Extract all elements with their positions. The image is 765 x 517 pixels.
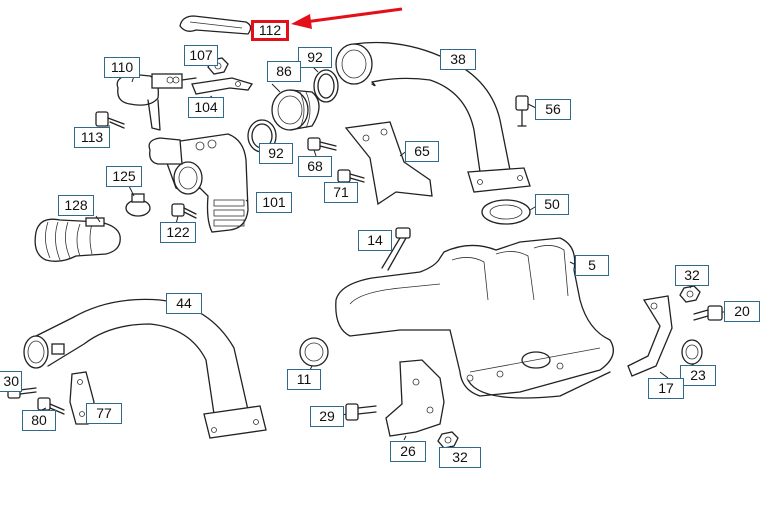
callout-30[interactable]: 30 [0,371,22,392]
callout-65[interactable]: 65 [405,141,439,162]
callout-128[interactable]: 128 [58,195,94,216]
callout-26[interactable]: 26 [390,441,426,462]
part-11-ring [299,337,329,367]
part-104-bracket [191,77,254,101]
callout-92-lower[interactable]: 92 [259,143,293,164]
leader-lines [41,56,724,449]
callout-23[interactable]: 23 [680,365,716,386]
callout-14[interactable]: 14 [358,230,392,251]
callout-107[interactable]: 107 [184,45,218,66]
callout-80[interactable]: 80 [22,410,56,431]
part-101-throttle-housing [148,133,249,233]
callout-56[interactable]: 56 [535,99,571,120]
part-50-gasket [481,199,531,225]
callout-32-upper[interactable]: 32 [675,265,709,286]
part-86-boot [271,89,320,131]
part-44-air-tube [23,298,267,439]
callout-86[interactable]: 86 [267,61,301,82]
callout-92-upper[interactable]: 92 [298,47,332,68]
part-17-bracket [627,295,673,377]
callout-101[interactable]: 101 [256,192,292,213]
part-65-bracket [344,121,433,206]
part-128-hose [34,217,121,262]
part-32-nut-lower [437,431,459,449]
callout-71[interactable]: 71 [324,182,358,203]
part-113-screw [95,111,125,129]
part-71-screw [337,169,365,183]
highlight-arrow [291,7,403,29]
callout-20[interactable]: 20 [724,301,760,322]
callout-17[interactable]: 17 [648,378,684,399]
callout-5[interactable]: 5 [575,255,609,276]
part-29-screw [345,403,377,421]
part-20-screw [693,305,723,321]
part-14-bolt [381,227,411,271]
callout-113[interactable]: 113 [74,127,110,148]
callout-29[interactable]: 29 [310,406,344,427]
callout-110[interactable]: 110 [104,57,140,78]
part-110-actuator [116,73,197,131]
callout-77[interactable]: 77 [86,403,122,424]
callout-44[interactable]: 44 [166,293,202,314]
callout-32-lower[interactable]: 32 [439,447,481,468]
part-56-sensor [515,95,529,127]
callout-122[interactable]: 122 [160,222,196,243]
callout-68[interactable]: 68 [298,156,332,177]
callout-125[interactable]: 125 [106,166,142,187]
part-122-fitting [171,203,197,219]
callout-50[interactable]: 50 [535,194,569,215]
part-92-ring-upper [313,69,339,103]
part-5-intake-manifold [335,237,614,399]
part-68-screw [307,137,337,151]
part-26-bracket [385,359,445,437]
part-32-nut-upper [679,285,701,303]
part-38-air-duct [335,41,531,193]
part-112-strip [179,15,252,35]
part-125-clamp [125,193,151,217]
callout-11[interactable]: 11 [287,369,321,390]
part-23-grommet [681,339,703,365]
callout-112[interactable]: 112 [251,20,289,41]
callout-38[interactable]: 38 [440,49,476,70]
callout-104[interactable]: 104 [188,97,224,118]
